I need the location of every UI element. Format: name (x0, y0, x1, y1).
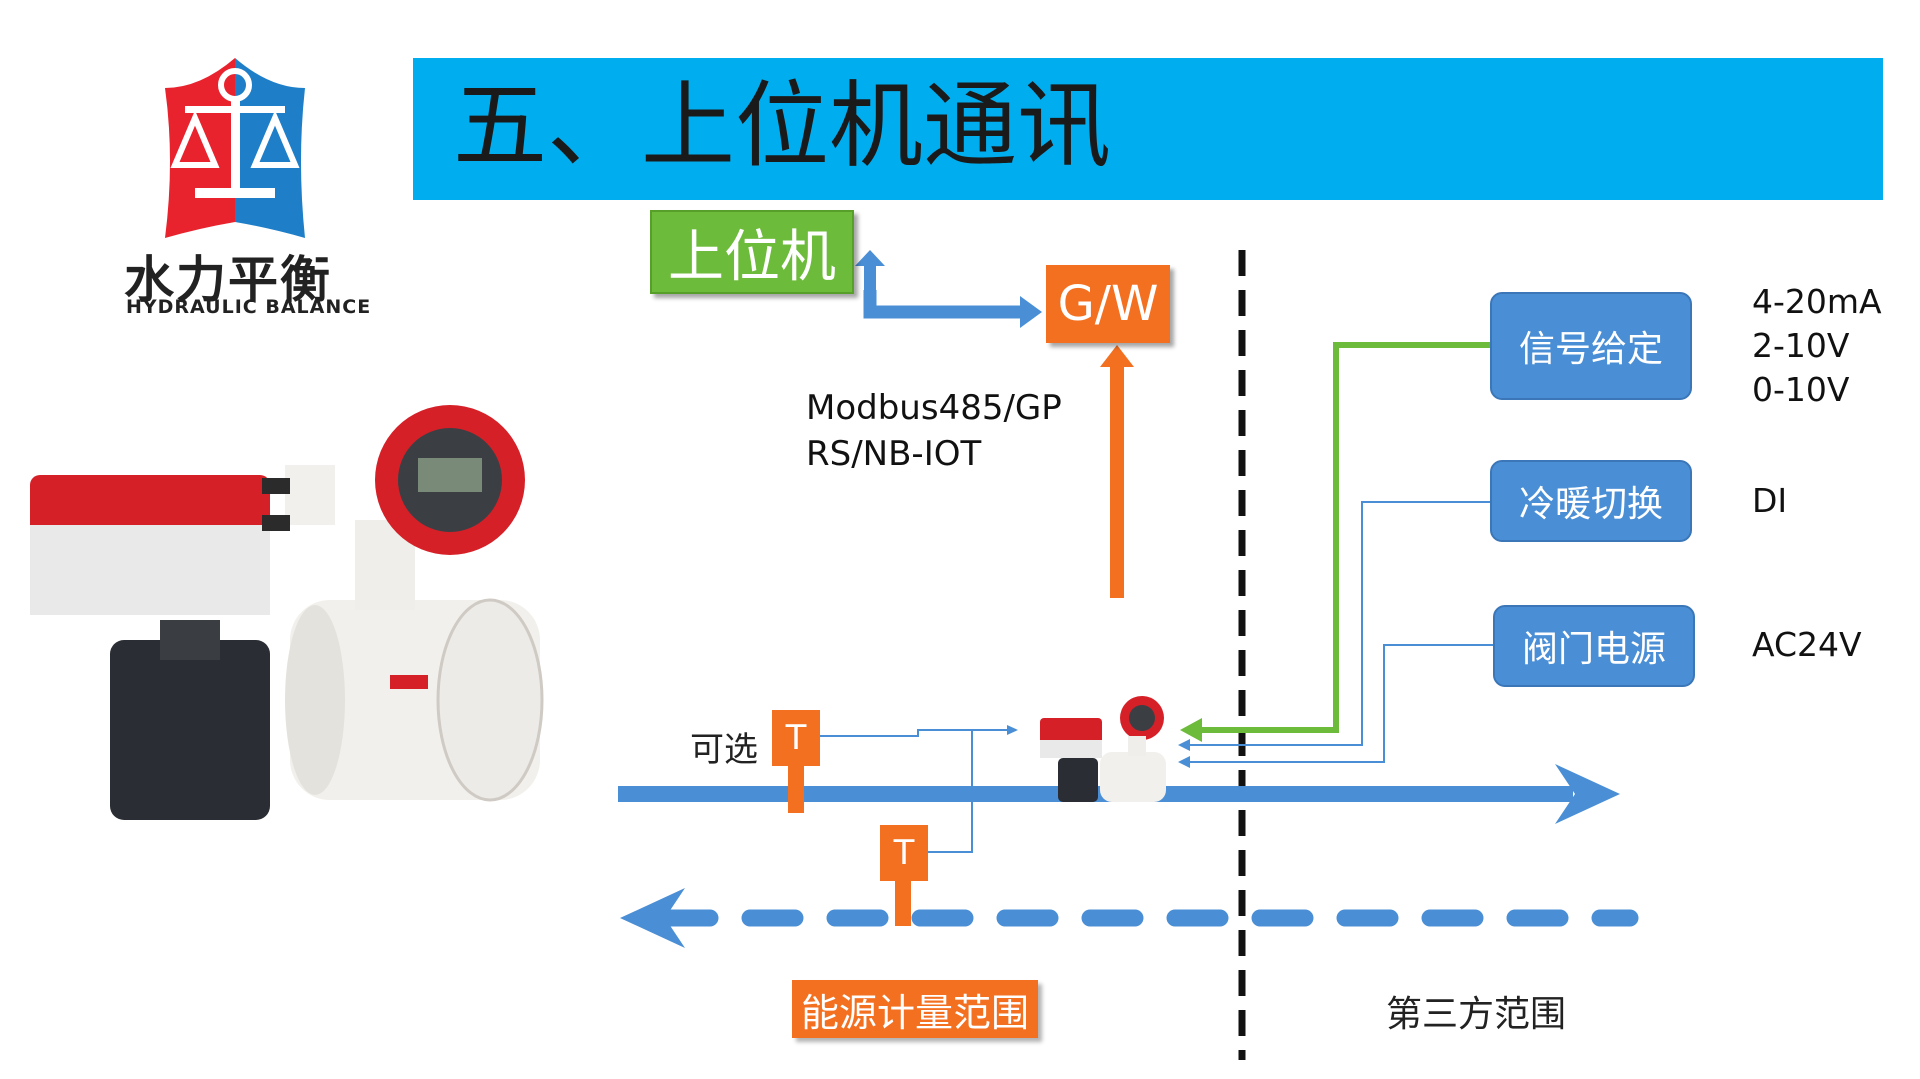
sensor-stem-supply (788, 765, 804, 813)
protocol-line-2: RS/NB-IOT (806, 434, 982, 474)
signal-range-1: 4-20mA (1752, 282, 1882, 321)
logo-cn-text: 水力平衡 (124, 251, 332, 309)
temp-sensor-return-label: T (893, 833, 915, 873)
temp-sensor-supply: T (772, 710, 820, 766)
valve-meter-icon (1040, 696, 1166, 802)
third-party-scope-label: 第三方范围 (1386, 994, 1567, 1035)
signal-range-2: 2-10V (1752, 326, 1850, 365)
control-lines (1178, 501, 1493, 768)
signal-range-list: 4-20mA 2-10V 0-10V (1752, 280, 1882, 412)
page-title: 五、上位机通讯 (453, 72, 1112, 181)
sensor-lines (820, 725, 1018, 853)
host-computer-label: 上位机 (668, 224, 836, 290)
product-valve-meter-image (30, 405, 544, 820)
energy-scope-label: 能源计量范围 (800, 990, 1029, 1035)
power-type-label: AC24V (1752, 625, 1862, 664)
sensor-stem-return (895, 880, 911, 926)
temp-sensor-supply-label: T (785, 718, 807, 758)
signal-input-label: 信号给定 (1518, 329, 1663, 370)
switch-type-label: DI (1752, 481, 1788, 520)
signal-range-3: 0-10V (1752, 370, 1850, 409)
temp-sensor-return: T (880, 825, 928, 881)
mode-switch-box: 冷暖切换 (1490, 460, 1692, 542)
protocol-text: Modbus485/GP RS/NB-IOT (806, 385, 1062, 477)
return-pipe (620, 888, 1639, 948)
signal-line (1180, 342, 1490, 742)
protocol-line-1: Modbus485/GP (806, 388, 1062, 428)
valve-power-label: 阀门电源 (1521, 629, 1666, 670)
energy-scope-label-box: 能源计量范围 (792, 980, 1038, 1038)
optional-label: 可选 (690, 730, 758, 770)
host-computer-box: 上位机 (650, 210, 854, 294)
gateway-label: G/W (1057, 276, 1159, 332)
host-gateway-link (855, 250, 1042, 328)
signal-input-box: 信号给定 (1490, 292, 1692, 400)
gateway-box: G/W (1046, 265, 1170, 343)
title-bar: 五、上位机通讯 (413, 58, 1883, 200)
gateway-uplink-arrow (1100, 345, 1134, 598)
logo-en-text: HYDRAULIC BALANCE (126, 296, 372, 318)
mode-switch-label: 冷暖切换 (1518, 484, 1663, 525)
valve-power-box: 阀门电源 (1493, 605, 1695, 687)
logo-shield-icon (165, 58, 305, 238)
